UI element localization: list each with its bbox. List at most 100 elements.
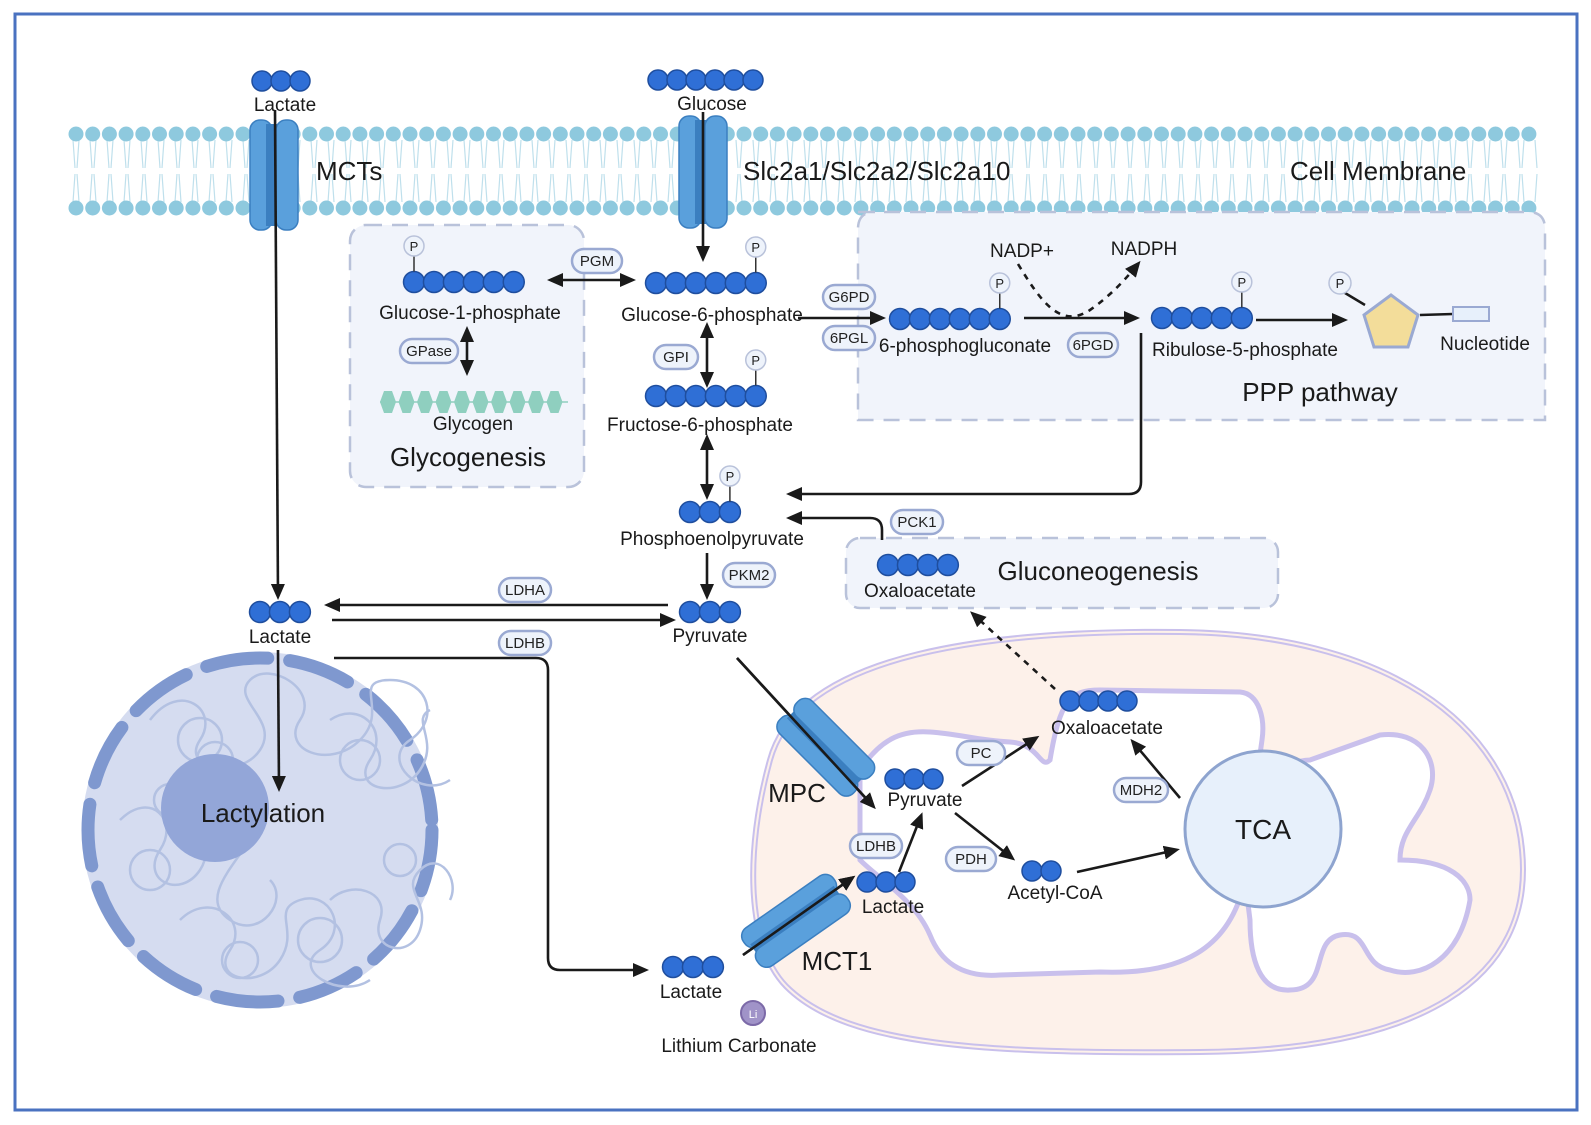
- molecule-unit: [664, 384, 688, 408]
- mpc-transporter: [776, 697, 876, 797]
- label-mct1: MCT1: [802, 946, 873, 976]
- label-oaa-cyto: Oxaloacetate: [864, 581, 976, 602]
- phosphate-icon: [719, 465, 741, 487]
- glucose-unit: [380, 391, 396, 413]
- labels: Lactate Glucose Glucose-1-phosphate Gluc…: [201, 94, 1530, 1057]
- label-lactate-ext: Lactate: [660, 982, 722, 1003]
- molecule-unit: [462, 270, 486, 294]
- glycogen-chain: [380, 391, 568, 413]
- enzyme-pgm: PGM: [570, 247, 624, 275]
- mcts-transporter: [249, 119, 299, 231]
- molecule-unit: [644, 384, 668, 408]
- arrow-mpc-front: [736, 657, 876, 809]
- molecule-unit: [875, 871, 897, 893]
- label-acetyl-coa: Acetyl-CoA: [1007, 883, 1102, 904]
- molecule-unit: [1190, 306, 1214, 330]
- enzyme-gpase: GPase: [398, 337, 460, 365]
- molecule-unit: [884, 768, 906, 790]
- molecule-unit: [664, 271, 688, 295]
- mol-oaa-cyto: [876, 553, 960, 577]
- label-pyruvate: Pyruvate: [673, 626, 748, 647]
- phosphate-icon: [1231, 271, 1253, 293]
- molecule-unit: [251, 70, 273, 92]
- mol-lactate-cyto: [248, 600, 312, 624]
- phosphate-icon: [989, 272, 1011, 294]
- mol-oaa-mito: [1059, 690, 1138, 712]
- glucose-unit: [491, 391, 507, 413]
- molecule-unit: [698, 500, 722, 524]
- molecule-unit: [704, 271, 728, 295]
- arrow-pdh: [954, 811, 1016, 861]
- lithium-icon: [740, 1000, 766, 1026]
- enzyme-label: 6PGL: [830, 330, 868, 347]
- label-nucleotide: Nucleotide: [1440, 334, 1530, 355]
- label-pep: Phosphoenolpyruvate: [620, 529, 804, 550]
- nucleotide-icon: P: [1328, 271, 1490, 349]
- molecule-unit: [896, 553, 920, 577]
- arrow-mct1-front: [742, 875, 856, 957]
- molecule-unit: [1116, 690, 1138, 712]
- enzyme-gpi: GPI: [652, 343, 700, 371]
- molecule-unit: [948, 307, 972, 331]
- molecule-unit: [922, 768, 944, 790]
- molecule-unit: [724, 271, 748, 295]
- enzyme-label: 6PGD: [1073, 337, 1114, 354]
- molecule-unit: [1210, 306, 1234, 330]
- molecule-unit: [1059, 690, 1081, 712]
- molecule-unit: [718, 500, 742, 524]
- molecule-unit: [876, 553, 900, 577]
- arrow-nadph: [1016, 260, 1141, 318]
- molecule-unit: [268, 600, 292, 624]
- molecule-unit: [289, 70, 311, 92]
- tca-circle: [1183, 749, 1343, 909]
- molecule-unit: [704, 384, 728, 408]
- mol-acetyl-coa: [1021, 860, 1062, 882]
- enzyme-label: GPI: [663, 349, 689, 366]
- molecule-unit: [908, 307, 932, 331]
- phosphate-label: P: [726, 469, 735, 484]
- label-lactylation: Lactylation: [201, 798, 325, 828]
- molecule-unit: [678, 500, 702, 524]
- cell-membrane: [68, 126, 1538, 216]
- label-glycogenesis: Glycogenesis: [390, 442, 546, 472]
- gluconeogenesis-box: [844, 536, 1280, 610]
- molecule-unit: [698, 600, 722, 624]
- label-gluconeogenesis: Gluconeogenesis: [998, 556, 1199, 586]
- glucose-unit: [509, 391, 526, 413]
- molecule-unit: [681, 955, 705, 979]
- mol-g1p: P: [402, 235, 525, 294]
- label-lactate-mito: Lactate: [862, 897, 924, 918]
- molecule-unit: [1170, 306, 1194, 330]
- molecule-unit: [442, 270, 466, 294]
- phosphate-icon: [745, 349, 767, 371]
- label-lactate-cyto: Lactate: [249, 627, 311, 648]
- phosphate-icon: [403, 235, 425, 257]
- arrow-r5p-pep: [786, 333, 1143, 501]
- molecule-unit: [701, 955, 725, 979]
- enzyme-mdh2: MDH2: [1112, 776, 1170, 804]
- phosphate-label: P: [1237, 275, 1246, 290]
- mol-6pg: P: [888, 272, 1011, 331]
- glucose-unit: [546, 391, 563, 413]
- enzyme-pck1: PCK1: [889, 508, 945, 536]
- molecule-unit: [968, 307, 992, 331]
- glucose-unit: [417, 391, 433, 413]
- molecule-unit: [644, 271, 668, 295]
- glut-transporter: [678, 115, 728, 229]
- molecule-unit: [988, 307, 1011, 331]
- label-6pg: 6-phosphogluconate: [879, 336, 1051, 357]
- mol-pyruvate: [678, 600, 742, 624]
- label-r5p: Ribulose-5-phosphate: [1152, 340, 1338, 361]
- molecule-unit: [288, 600, 312, 624]
- enzyme-label: LDHB: [505, 635, 545, 652]
- molecule-unit: [928, 307, 952, 331]
- molecule-unit: [742, 69, 764, 91]
- molecule-unit: [723, 69, 745, 91]
- enzyme-ldhb: LDHB: [497, 629, 553, 657]
- enzyme-label: PC: [971, 745, 992, 762]
- molecule-unit: [1040, 860, 1062, 882]
- enzyme-label: LDHA: [505, 582, 545, 599]
- molecule-unit: [661, 955, 685, 979]
- phosphate-label: P: [995, 276, 1004, 291]
- molecule-unit: [647, 69, 669, 91]
